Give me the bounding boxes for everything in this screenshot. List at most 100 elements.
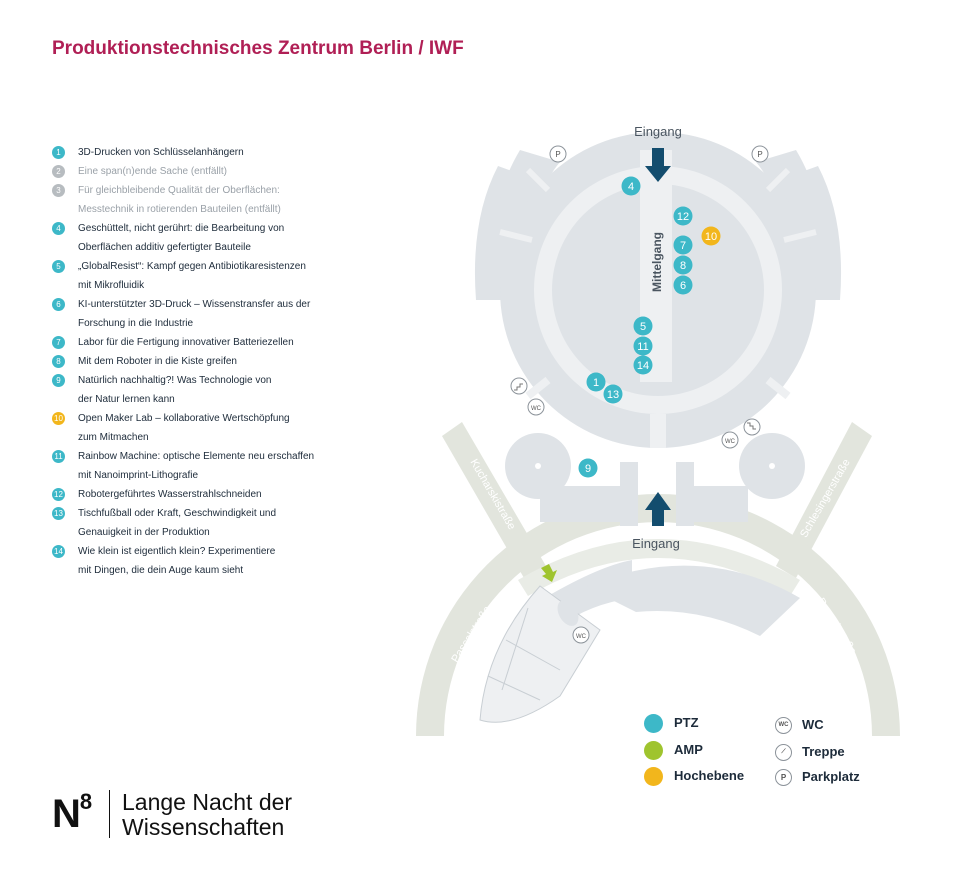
station-marker-number: 6 [680, 280, 686, 292]
station-number-icon: 12 [52, 488, 65, 501]
building-lower-hall [586, 565, 800, 636]
logo-mark: N8 [52, 788, 92, 836]
list-item: 4 Geschüttelt, nicht gerührt: die Bearbei… [52, 219, 352, 257]
entrance-label-top: Eingang [634, 124, 682, 139]
station-number-icon: 4 [52, 222, 65, 235]
logo-line-2: Wissenschaften [122, 814, 285, 840]
amp-arrow [541, 564, 557, 582]
station-marker: 5 [633, 316, 653, 336]
list-item: 8 Mit dem Roboter in die Kiste greifen [52, 352, 352, 371]
station-marker-dot [673, 255, 693, 275]
station-marker: 4 [621, 176, 641, 196]
list-item-text: Rainbow Machine: optische Elemente neu e… [78, 451, 315, 462]
station-marker: 14 [633, 355, 653, 375]
list-item: 7 Labor für die Fertigung innovativer Bat… [52, 333, 352, 352]
green-dot-icon [644, 741, 663, 760]
svg-text:P: P [555, 150, 560, 159]
list-item: 12 Robotergeführtes Wasserstrahlschneiden [52, 485, 352, 504]
svg-text:P: P [757, 150, 762, 159]
stairs-icon: ⟋ [775, 744, 792, 761]
list-item-text: der Natur lernen kann [78, 394, 175, 405]
wc-icon: WC [572, 626, 590, 644]
station-number-icon: 10 [52, 412, 65, 425]
list-item-text: Geschüttelt, nicht gerührt: die Bearbeit… [78, 223, 285, 234]
station-marker-number: 10 [705, 231, 717, 243]
map-key: PTZ AMP Hochebene WC WC ⟋ Treppe P Parkp… [644, 714, 904, 794]
list-item: 14 Wie klein ist eigentlich klein? Experi… [52, 542, 352, 580]
road-lower-entrance [518, 539, 800, 596]
station-number-icon: 7 [52, 336, 65, 349]
station-marker-dot [578, 458, 598, 478]
station-marker-dot [633, 316, 653, 336]
station-marker: 7 [673, 235, 693, 255]
yellow-dot-icon [644, 767, 663, 786]
station-marker-number: 12 [677, 211, 689, 223]
svg-text:WC: WC [531, 406, 542, 412]
list-item-text: Forschung in die Industrie [78, 318, 194, 329]
list-item-text: Open Maker Lab – kollaborative Wertschöp… [78, 413, 290, 424]
parking-icon: P [751, 145, 769, 163]
station-marker-dot [701, 226, 721, 246]
logo-divider [109, 790, 110, 838]
station-number-icon: 11 [52, 450, 65, 463]
station-marker-dot [633, 336, 653, 356]
street-label-schlesinger: Schlesingerstraße [798, 457, 853, 540]
svg-text:WC: WC [725, 439, 736, 445]
station-number-icon: 3 [52, 184, 65, 197]
street-pascal [416, 494, 900, 736]
station-marker-dot [586, 372, 606, 392]
station-marker: 1 [586, 372, 606, 392]
page-title: Produktionstechnisches Zentrum Berlin / … [52, 38, 464, 59]
teal-dot-icon [644, 714, 663, 733]
list-item-text: Labor für die Fertigung innovativer Batt… [78, 337, 294, 348]
list-item: 11 Rainbow Machine: optische Elemente neu… [52, 447, 352, 485]
station-number-icon: 8 [52, 355, 65, 368]
station-marker-number: 1 [593, 377, 599, 389]
station-number-icon: 9 [52, 374, 65, 387]
wc-icon: WC [721, 431, 739, 449]
list-item-text: Wie klein ist eigentlich klein? Experime… [78, 546, 276, 557]
station-marker-number: 9 [585, 463, 591, 475]
svg-text:WC: WC [576, 634, 587, 640]
street-schlesinger [776, 422, 872, 578]
station-number-icon: 14 [52, 545, 65, 558]
list-item-text: mit Dingen, die dein Auge kaum sieht [78, 565, 244, 576]
station-marker-number: 5 [640, 321, 646, 333]
station-marker: 6 [673, 275, 693, 295]
logo-line-1: Lange Nacht der [122, 789, 293, 815]
station-number-icon: 6 [52, 298, 65, 311]
list-item-text: Mit dem Roboter in die Kiste greifen [78, 356, 237, 367]
list-item: 10 Open Maker Lab – kollaborative Wertsch… [52, 409, 352, 447]
station-marker: 10 [701, 226, 721, 246]
stairs-icon [510, 377, 528, 395]
list-item: 2 Eine span(n)ende Sache (entfällt) [52, 162, 352, 181]
station-marker: 13 [603, 384, 623, 404]
station-marker-dot [673, 235, 693, 255]
list-item-text: Robotergeführtes Wasserstrahlschneiden [78, 489, 262, 500]
list-item: 5„GlobalResist“: Kampf gegen Antibiotika… [52, 257, 352, 295]
list-item-text: Eine span(n)ende Sache (entfällt) [78, 166, 227, 177]
entrance-arrow-top [645, 148, 671, 182]
list-item-text: zum Mitmachen [78, 432, 149, 443]
station-marker: 12 [673, 206, 693, 226]
station-marker-number: 8 [680, 260, 686, 272]
list-item-text: Natürlich nachhaltig?! Was Technologie v… [78, 375, 272, 386]
station-marker: 11 [633, 336, 653, 356]
parking-icon: P [775, 769, 792, 786]
station-number-icon: 2 [52, 165, 65, 178]
station-number-icon: 1 [52, 146, 65, 159]
station-marker-dot [673, 206, 693, 226]
station-marker-number: 14 [637, 360, 649, 372]
parking-icon: P [549, 145, 567, 163]
list-item-text: Messtechnik in rotierenden Bauteilen (en… [78, 204, 281, 215]
station-marker-number: 13 [607, 389, 619, 401]
list-item-text: Oberflächen additiv gefertigter Bauteile [78, 242, 251, 253]
list-item: 9 Natürlich nachhaltig?! Was Technologie … [52, 371, 352, 409]
station-number-icon: 13 [52, 507, 65, 520]
